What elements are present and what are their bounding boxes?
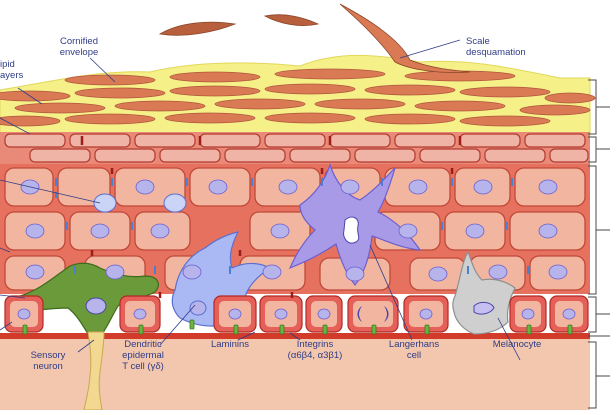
neuron-nucleus [85,297,107,315]
dividing-chromosomes-2 [384,306,389,322]
integrins [22,319,573,335]
basement-membrane [0,333,590,339]
langerhans-nucleus [343,216,360,244]
granular-cells [4,133,589,163]
t-cell-nucleus [189,300,207,316]
label-melanocyte: Melanocyte [492,339,542,350]
label-langerhans-cell: Langerhans cell [388,339,440,361]
small-cell-2 [163,193,187,213]
cell-junctions [55,178,529,274]
label-integrins: Integrins (α6β4, α3β1) [287,339,343,361]
melanocyte-nucleus [473,301,495,315]
dividing-chromosomes [357,306,362,322]
leader-lines [0,39,521,361]
layer-brackets [588,79,610,409]
red-junctions [80,136,462,298]
small-cell [93,193,117,213]
nuclei [17,179,576,320]
label-lipid-layers: ipid ayers [0,59,24,81]
label-sensory-neuron: Sensory neuron [30,350,66,372]
shed-scales [158,3,471,73]
corneocytes [0,68,596,127]
label-cornified-envelope: Cornified envelope [59,36,99,58]
label-dendritic-t-cell: Dendritic epidermal T cell (γδ) [122,339,164,372]
label-scale-desquamation: Scale desquamation [466,36,526,58]
label-laminins: Laminins [210,339,250,350]
